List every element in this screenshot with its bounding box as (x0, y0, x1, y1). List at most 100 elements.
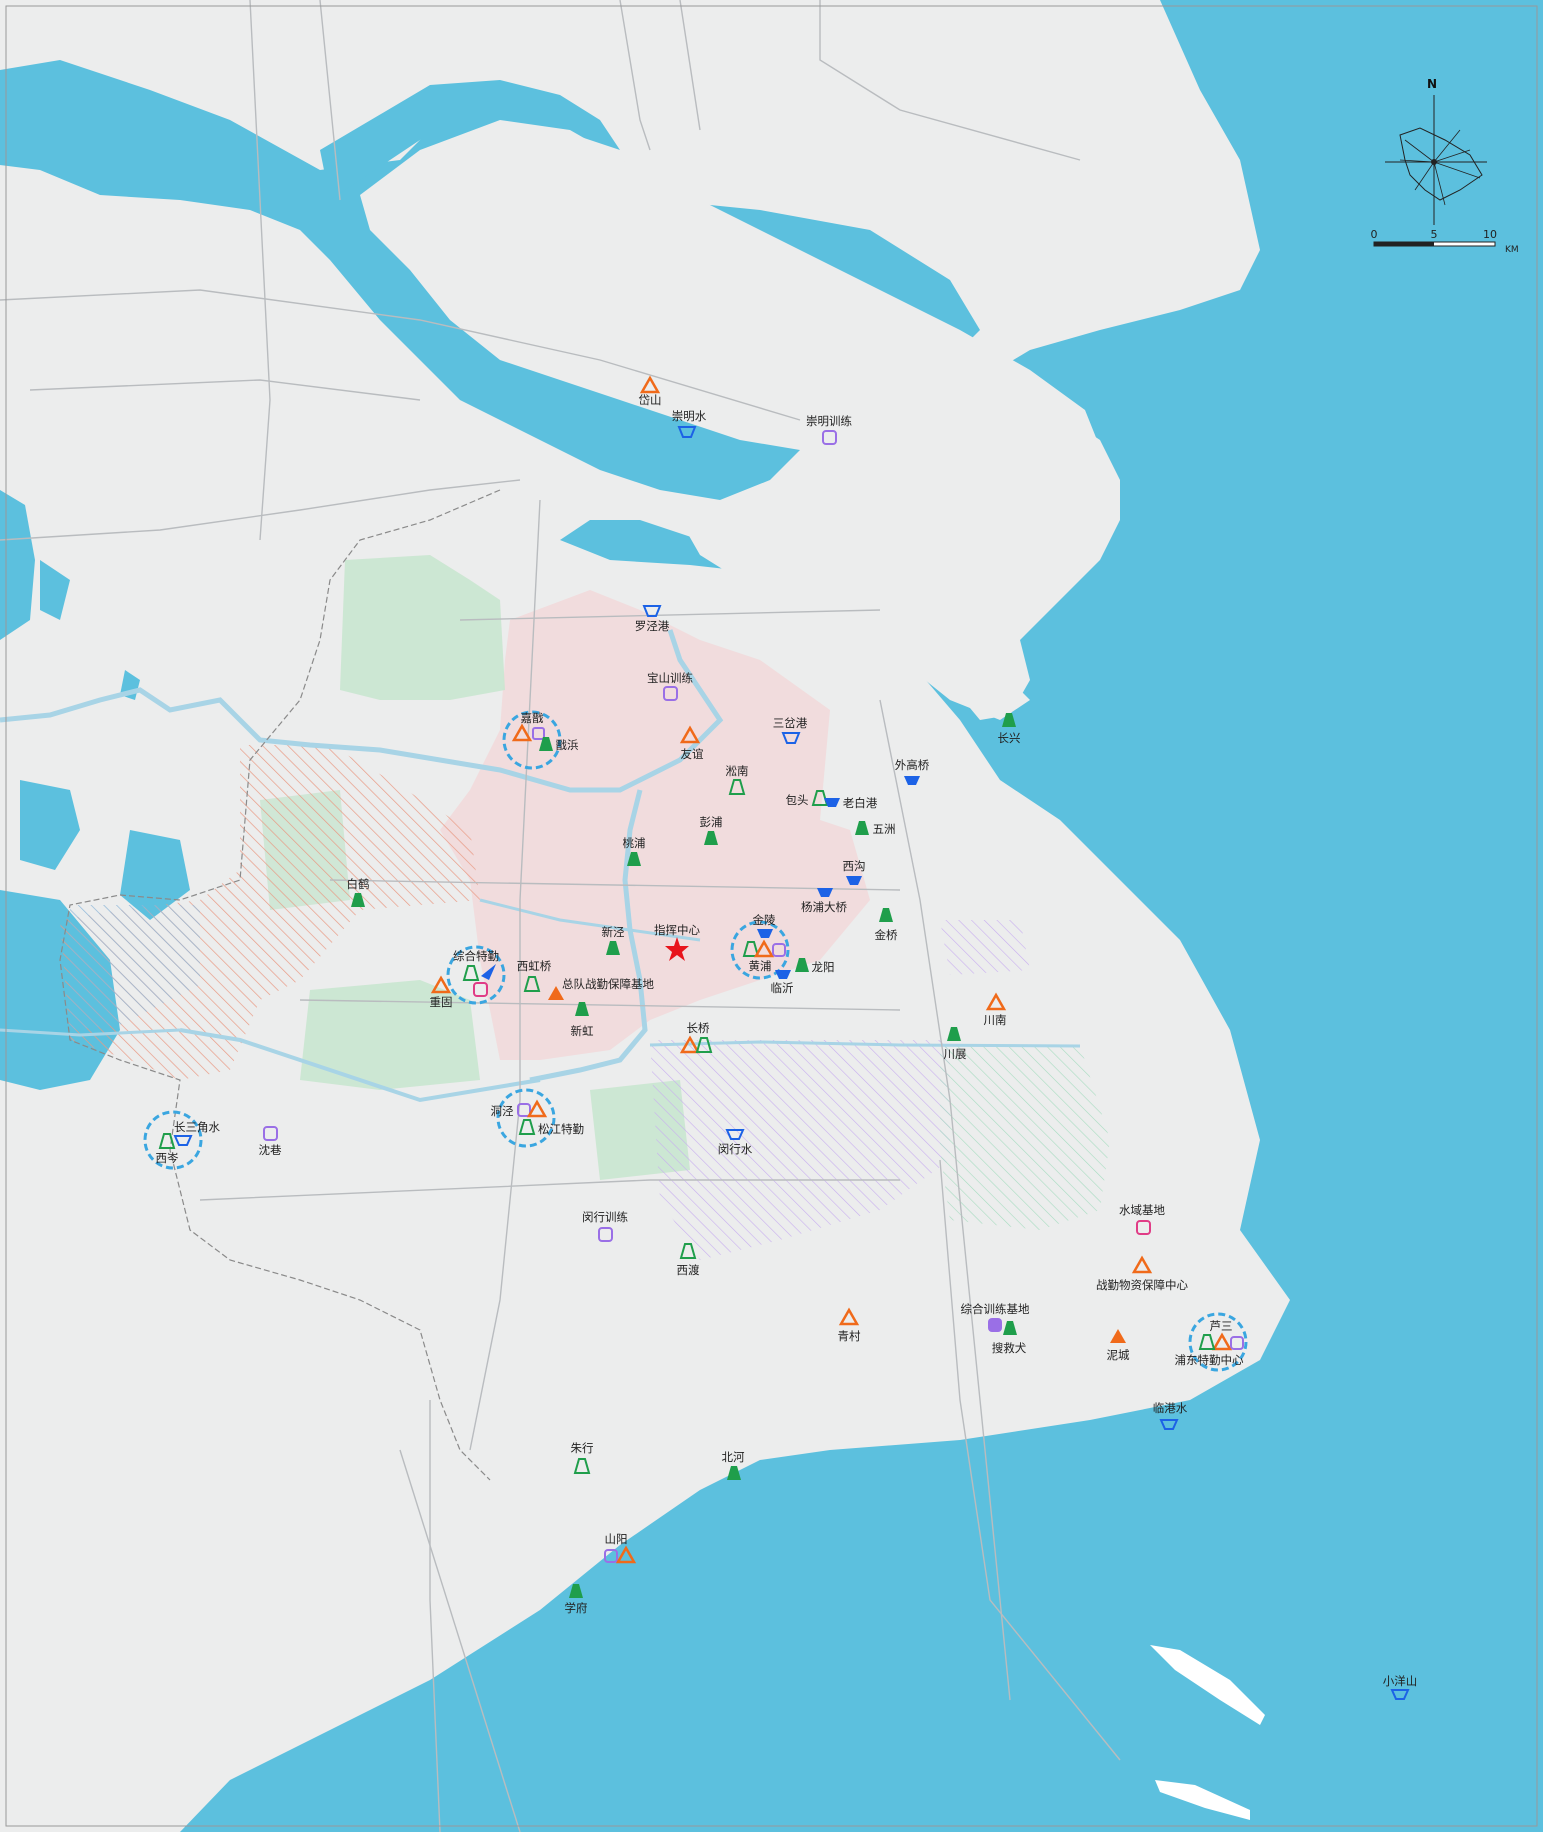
fire-station-green-beihe[interactable]: 北河 (722, 1450, 745, 1480)
svg-text:小洋山: 小洋山 (1383, 1674, 1418, 1688)
water-base-shuiyu[interactable]: 水域基地 (1119, 1203, 1165, 1235)
water-station-minhang[interactable]: 闵行水 (718, 1129, 753, 1156)
svg-text:白鹤: 白鹤 (347, 877, 370, 891)
fire-station-green-xihongqiao[interactable]: 西虹桥 (517, 959, 552, 992)
fire-station-green-changqiao[interactable]: 长桥 (679, 1021, 713, 1054)
training-base-chongming[interactable]: 崇明训练 (806, 414, 852, 445)
svg-text:罗泾港: 罗泾港 (635, 619, 670, 633)
svg-text:长三角水: 长三角水 (174, 1120, 220, 1134)
svg-text:战勤物资保障中心: 战勤物资保障中心 (1096, 1278, 1188, 1292)
water-station-xiaoyangshan[interactable]: 小洋山 (1383, 1674, 1418, 1700)
fire-station-orange-youyi[interactable]: 友谊 (679, 725, 704, 761)
svg-text:闵行水: 闵行水 (718, 1142, 753, 1156)
svg-text:北河: 北河 (722, 1450, 745, 1464)
fire-station-green-chuanzhan[interactable]: 川展 (944, 1027, 967, 1061)
svg-text:黄浦: 黄浦 (749, 959, 772, 973)
station-markers: 岱山 崇明水 崇明训练 罗泾港 宝山训练 嘉戬 戬 (156, 375, 1418, 1700)
water-station-yangpu-bridge[interactable]: 杨浦大桥 (801, 888, 847, 914)
svg-text:宝山训练: 宝山训练 (647, 671, 693, 685)
fire-station-green-xidu[interactable]: 西渡 (677, 1243, 700, 1277)
svg-text:综合特勤: 综合特勤 (453, 949, 499, 963)
svg-text:沈巷: 沈巷 (259, 1143, 282, 1157)
svg-text:金桥: 金桥 (875, 928, 898, 942)
svg-text:综合训练基地: 综合训练基地 (961, 1302, 1030, 1316)
supply-center-zhanqin[interactable]: 战勤物资保障中心 (1096, 1255, 1188, 1292)
svg-text:包头: 包头 (786, 793, 809, 807)
fire-station-green-zonghe-teqin[interactable]: 综合特勤 (453, 949, 499, 997)
svg-text:闵行训练: 闵行训练 (582, 1210, 628, 1224)
scale-tick-5: 5 (1431, 228, 1438, 241)
fire-station-green-jianbang[interactable]: 戬浜 (539, 737, 579, 752)
fire-station-green-baotou[interactable]: 包头 (786, 790, 829, 807)
fire-station-green-songnan[interactable]: 淞南 (726, 764, 749, 795)
water-station-luojing[interactable]: 罗泾港 (635, 605, 670, 633)
fire-station-orange-huangpu[interactable]: 黄浦 (742, 939, 786, 973)
svg-text:崇明水: 崇明水 (672, 409, 707, 423)
svg-text:友谊: 友谊 (681, 747, 704, 761)
fire-station-green-xinhong[interactable]: 新虹 (571, 1002, 594, 1038)
command-center-star[interactable]: 指挥中心 (654, 923, 700, 961)
fire-station-orange-qingcun[interactable]: 青村 (838, 1307, 861, 1343)
svg-text:泥城: 泥城 (1107, 1348, 1130, 1362)
training-base-zonghe[interactable]: 综合训练基地 (961, 1302, 1030, 1332)
svg-text:青村: 青村 (838, 1329, 861, 1343)
svg-text:杨浦大桥: 杨浦大桥 (801, 900, 847, 914)
water-station-chongming[interactable]: 崇明水 (672, 409, 707, 438)
fire-station-green-taopu[interactable]: 桃浦 (623, 836, 646, 866)
fire-station-green-baihe[interactable]: 白鹤 (347, 877, 370, 907)
scale-tick-10: 10 (1483, 228, 1497, 241)
water-station-lingang[interactable]: 临港水 (1153, 1401, 1188, 1430)
water-station-jinling[interactable]: 金陵 (753, 913, 776, 938)
fire-station-green-pudong-teqin[interactable]: 浦东特勤中心 (1175, 1334, 1244, 1367)
fire-station-green-xicen[interactable]: 西岑 (156, 1133, 179, 1165)
rivers (0, 629, 1081, 1103)
fire-station-orange-chuannan[interactable]: 川南 (984, 992, 1007, 1027)
fire-station-green-xinjing[interactable]: 新泾 (602, 925, 625, 955)
fire-station-green-wuzhou[interactable]: 五洲 (855, 821, 896, 836)
fire-station-orange-chonggu[interactable]: 重固 (430, 975, 453, 1009)
fire-station-green-zhuxing[interactable]: 朱行 (571, 1441, 594, 1474)
logistics-base-zongdui[interactable]: 总队战勤保障基地 (548, 977, 654, 1000)
svg-text:芦三: 芦三 (1210, 1319, 1233, 1333)
fire-station-green-soujiuquan[interactable]: 搜救犬 (992, 1321, 1027, 1355)
fire-station-orange-jiajian[interactable]: 嘉戬 (511, 711, 545, 742)
water-station-sanchagang[interactable]: 三岔港 (773, 716, 808, 744)
svg-text:浦东特勤中心: 浦东特勤中心 (1175, 1353, 1244, 1367)
svg-text:水域基地: 水域基地 (1119, 1203, 1165, 1217)
svg-text:岱山: 岱山 (639, 393, 662, 407)
training-base-minhang[interactable]: 闵行训练 (582, 1210, 628, 1242)
fire-station-green-changxing[interactable]: 长兴 (998, 713, 1021, 745)
water-station-xigou[interactable]: 西沟 (843, 859, 866, 885)
svg-text:山阳: 山阳 (605, 1532, 628, 1546)
training-base-baoshan[interactable]: 宝山训练 (647, 671, 693, 701)
water-station-linyi[interactable]: 临沂 (771, 970, 794, 995)
fire-station-orange-lusan[interactable]: 芦三 (1210, 1319, 1244, 1351)
fire-station-green-pengpu[interactable]: 彭浦 (700, 815, 723, 845)
svg-text:老白港: 老白港 (843, 796, 878, 810)
training-base-shenxiang[interactable]: 沈巷 (259, 1126, 282, 1157)
svg-text:指挥中心: 指挥中心 (654, 923, 700, 937)
fire-station-orange-nicheng[interactable]: 泥城 (1107, 1329, 1130, 1362)
water-station-laobaigang[interactable]: 老白港 (824, 796, 878, 810)
fire-station-green-jinqiao[interactable]: 金桥 (875, 908, 898, 942)
svg-text:嘉戬: 嘉戬 (521, 711, 544, 725)
fire-station-green-xuefu[interactable]: 学府 (565, 1584, 588, 1615)
scale-unit: KM (1505, 245, 1519, 255)
svg-text:桃浦: 桃浦 (623, 836, 646, 850)
svg-text:松江特勤: 松江特勤 (538, 1122, 584, 1136)
fire-station-orange-shanyang[interactable]: 山阳 (604, 1532, 637, 1564)
svg-text:西虹桥: 西虹桥 (517, 959, 552, 973)
svg-text:川展: 川展 (944, 1047, 967, 1061)
fire-station-green-songjiang-teqin[interactable]: 松江特勤 (518, 1119, 584, 1136)
svg-text:三岔港: 三岔港 (773, 716, 808, 730)
svg-text:搜救犬: 搜救犬 (992, 1341, 1027, 1355)
water-station-changsanjiao[interactable]: 长三角水 (173, 1120, 220, 1146)
svg-text:临港水: 临港水 (1153, 1401, 1188, 1415)
training-base-dongjing[interactable]: 洞泾 (491, 1099, 548, 1118)
water-station-waigaoqiao[interactable]: 外高桥 (895, 758, 930, 785)
fire-station-green-longyang[interactable]: 龙阳 (795, 958, 835, 974)
fire-station-orange-daishan[interactable]: 岱山 (639, 375, 662, 407)
